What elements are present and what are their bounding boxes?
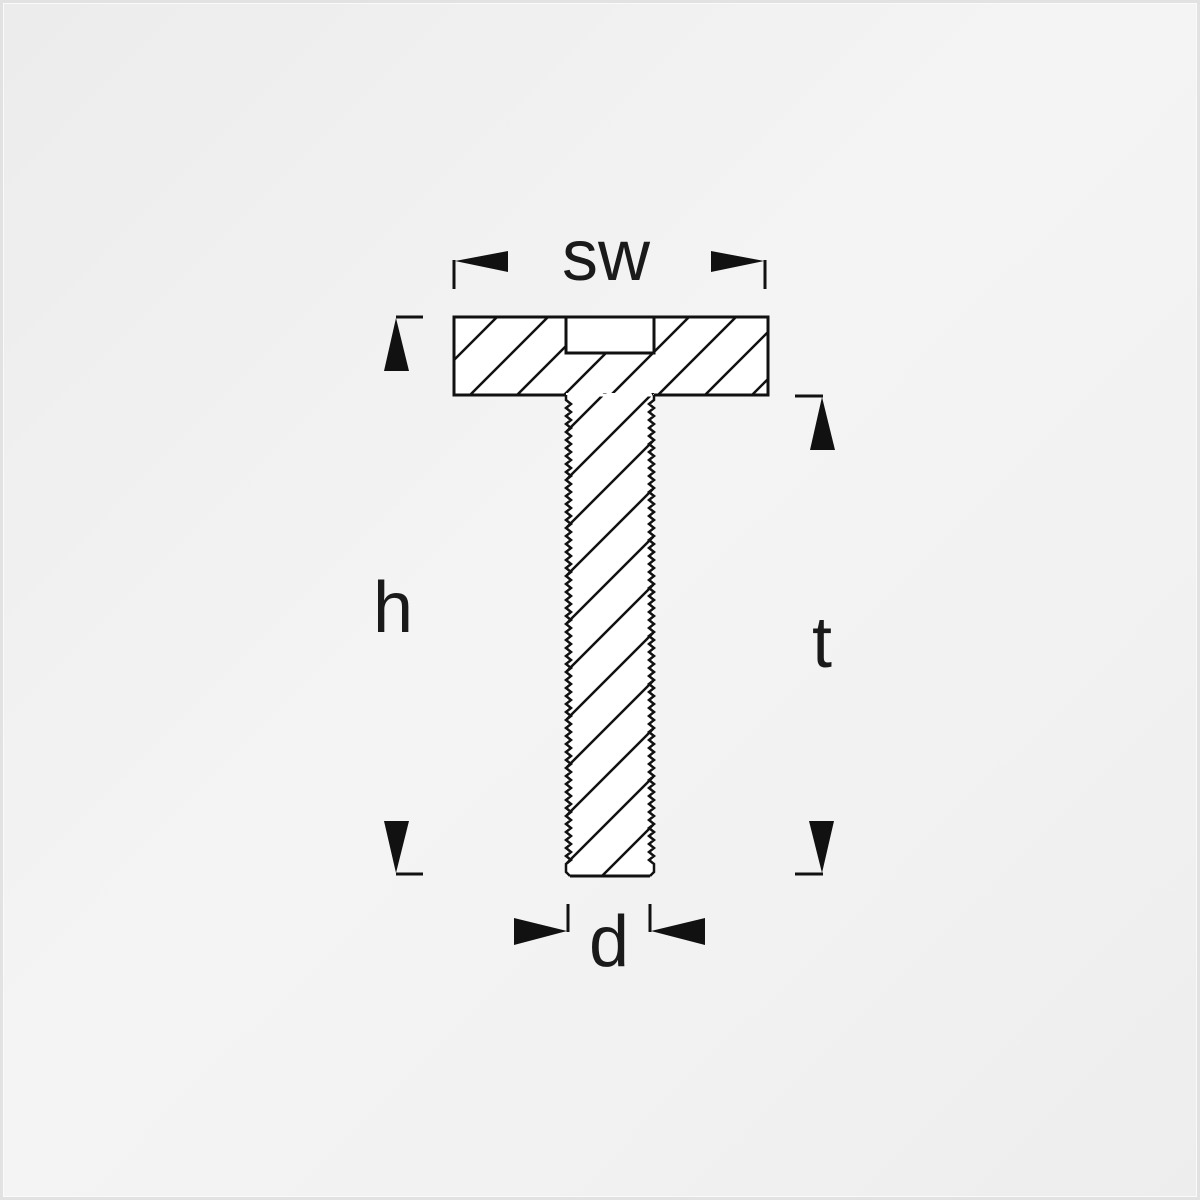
label-h: h xyxy=(373,568,413,648)
arrow-up-icon xyxy=(810,397,835,450)
left-thread xyxy=(563,395,574,877)
socket-recess xyxy=(564,315,656,355)
dimension-t xyxy=(795,394,835,876)
right-thread xyxy=(646,395,657,877)
screw-head xyxy=(452,315,770,397)
threaded-shaft xyxy=(563,393,657,878)
label-d: d xyxy=(589,902,629,982)
arrow-left-icon xyxy=(651,918,705,945)
dimension-d xyxy=(514,904,705,945)
arrow-down-icon xyxy=(384,821,409,873)
arrow-right-icon xyxy=(514,918,567,945)
dimension-h xyxy=(384,315,423,876)
arrow-down-icon xyxy=(809,821,834,873)
arrow-up-icon xyxy=(384,318,409,371)
label-t: t xyxy=(812,603,832,683)
arrow-right-icon xyxy=(711,251,764,272)
dimension-sw xyxy=(452,251,767,289)
arrow-left-icon xyxy=(455,251,508,272)
label-sw: sw xyxy=(562,216,651,296)
